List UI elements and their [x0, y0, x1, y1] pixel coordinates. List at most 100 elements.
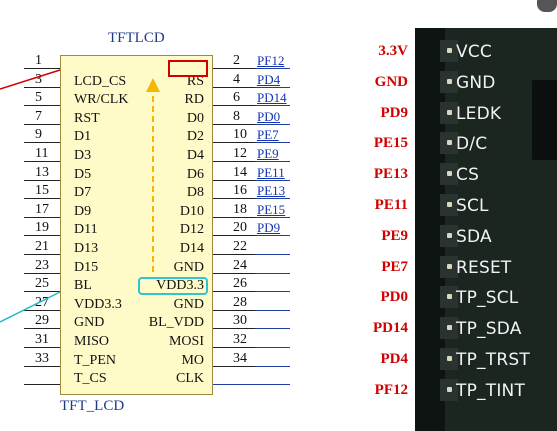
net-wire	[255, 68, 290, 69]
right-pin-name: D0	[186, 110, 204, 126]
board-pin-label: TP_TINT	[456, 380, 526, 401]
right-pin-number: 12	[233, 146, 247, 161]
right-pin-line	[213, 235, 255, 237]
right-pin-name: D8	[186, 185, 204, 201]
right-pin-line	[213, 123, 255, 125]
left-pin-number: 21	[35, 239, 49, 254]
signal-label: PE9	[381, 227, 408, 244]
net-label: PD0	[257, 108, 281, 124]
net-label: PD4	[257, 71, 281, 87]
cyan-wire	[0, 291, 61, 323]
net-wire	[255, 254, 290, 255]
left-pin-name: T_CS	[74, 371, 107, 387]
left-pin-number: 25	[35, 276, 49, 292]
left-pin-line	[24, 291, 60, 293]
board-pin-label: SDA	[456, 226, 492, 247]
left-pin-number: 29	[35, 313, 49, 329]
net-wire	[255, 328, 290, 330]
right-pin-line	[213, 179, 255, 181]
net-wire	[255, 123, 290, 125]
signal-label: PD4	[380, 351, 409, 367]
net-wire	[255, 347, 290, 348]
board-pin-label: LEDK	[456, 103, 502, 124]
right-pin-number: 34	[233, 350, 247, 366]
left-pin-line	[24, 142, 60, 144]
header-pin-icon	[447, 356, 452, 361]
right-bottom-line	[213, 384, 290, 386]
board-pin-label: RESET	[456, 257, 512, 278]
left-pin-number: 11	[35, 146, 49, 161]
red-wire	[0, 69, 61, 90]
left-pin-name: D1	[74, 129, 92, 145]
header-pin-icon	[447, 109, 452, 115]
board-pin-label: D/C	[456, 134, 488, 155]
header-pin-icon	[447, 171, 452, 177]
board-pin-label: VCC	[456, 42, 492, 62]
right-pin-name: GND	[173, 296, 204, 312]
net-label: PD14	[257, 90, 287, 106]
right-pin-line	[213, 365, 255, 367]
left-pin-name: D11	[74, 222, 98, 238]
left-pin-number: 5	[35, 90, 42, 106]
left-pin-number: 33	[35, 350, 49, 366]
right-pin-name: D14	[179, 241, 204, 256]
left-pin-number: 9	[35, 127, 42, 143]
left-pin-line	[24, 86, 60, 88]
net-wire	[255, 198, 290, 200]
left-pin-number: 1	[35, 53, 42, 68]
header-pin-icon	[447, 202, 452, 207]
right-pin-line	[213, 105, 255, 107]
right-pin-name: CLK	[176, 371, 204, 387]
left-pin-line	[24, 254, 60, 255]
header-pin-icon	[447, 48, 452, 53]
signal-label: PD14	[373, 320, 408, 337]
net-wire	[255, 272, 290, 274]
right-pin-name: RS	[186, 73, 204, 89]
header-pin-icon	[447, 140, 452, 146]
right-pin-number: 32	[233, 332, 247, 347]
net-wire	[255, 179, 290, 181]
left-pin-number: 31	[35, 332, 49, 347]
right-pin-line	[213, 347, 255, 348]
signal-label: PE7	[381, 258, 408, 275]
tftlcd-connector-body	[60, 55, 213, 395]
left-pin-line	[24, 198, 60, 200]
net-label: PE15	[257, 201, 286, 217]
right-pin-name: RD	[184, 92, 204, 108]
right-pin-line	[213, 272, 255, 274]
left-pin-name: GND	[74, 315, 105, 331]
left-pin-line	[24, 161, 60, 162]
right-pin-number: 30	[233, 313, 247, 329]
rs-highlight-box	[168, 60, 208, 77]
right-pin-number: 2	[233, 53, 240, 68]
net-label: PD9	[257, 220, 281, 236]
net-wire	[255, 142, 290, 144]
left-pin-name: MISO	[74, 334, 110, 349]
right-pin-number: 26	[233, 276, 247, 292]
header-pin-icon	[447, 263, 452, 269]
board-pin-label: GND	[456, 72, 496, 93]
signal-label: 3.3V	[378, 43, 408, 59]
vdd33-highlight-box	[138, 277, 208, 295]
chip-footer: TFT_LCD	[60, 398, 125, 414]
right-pin-number: 16	[233, 183, 247, 199]
left-pin-line	[24, 365, 60, 367]
left-pin-name: T_PEN	[74, 352, 116, 368]
board-pin-label: TP_TRST	[456, 350, 530, 370]
right-pin-number: 22	[233, 239, 247, 254]
header-pin-icon	[447, 386, 452, 392]
right-pin-name: D4	[186, 148, 204, 163]
right-pin-number: 8	[233, 108, 240, 124]
left-pin-line	[24, 347, 60, 348]
left-pin-line	[24, 328, 60, 330]
net-wire	[255, 86, 290, 88]
net-wire	[255, 365, 290, 367]
right-pin-number: 24	[233, 257, 247, 273]
signal-label: PF12	[374, 381, 408, 398]
right-pin-number: 10	[233, 127, 247, 143]
right-pin-number: 18	[233, 201, 247, 217]
left-pin-name: D15	[74, 259, 99, 275]
chip-title: TFTLCD	[108, 30, 165, 46]
left-pin-name: BL	[74, 278, 92, 294]
net-label: PE7	[257, 127, 279, 143]
